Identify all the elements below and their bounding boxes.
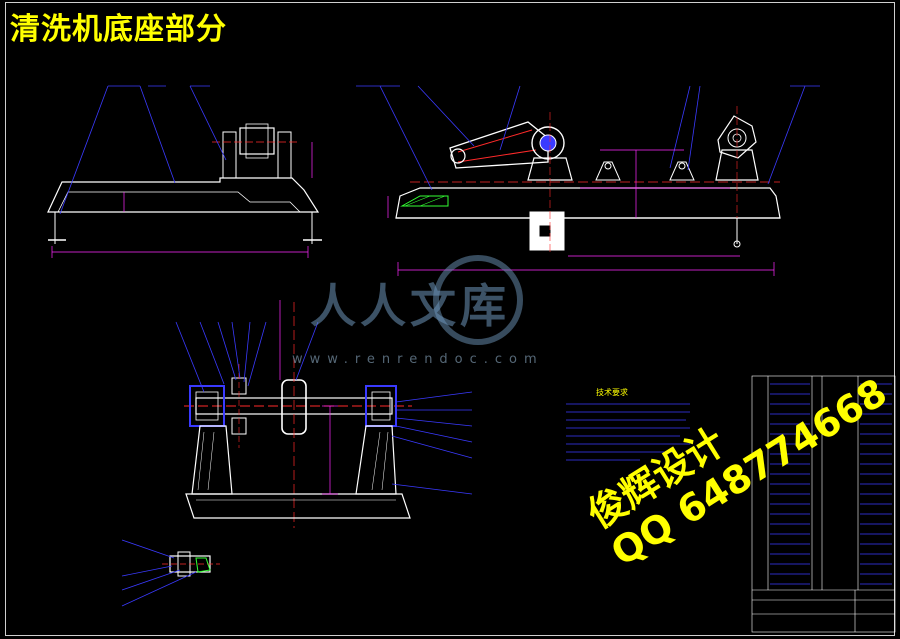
dims-view3 <box>279 300 338 495</box>
base-body-outline <box>47 177 320 213</box>
section-view <box>175 300 473 528</box>
base-inner-outline <box>57 191 301 213</box>
technical-notes-heading: 技术要求 <box>596 388 628 397</box>
parts-list <box>751 375 896 633</box>
dims-view2 <box>387 149 775 276</box>
watermark-brand: 人人文库 <box>310 279 510 333</box>
leaders-view1 <box>59 85 227 215</box>
watermark-emblem <box>433 255 523 345</box>
dims-view1 <box>51 142 313 258</box>
frame-body <box>395 187 781 219</box>
leaders-view3 <box>175 321 473 495</box>
watermark-url: www.renrendoc.com <box>292 352 544 367</box>
leaders-view2 <box>356 85 820 191</box>
detail-view <box>121 539 220 607</box>
drive-front-view <box>356 85 820 276</box>
base-side-view <box>47 85 322 258</box>
technical-notes-lines <box>566 403 690 461</box>
parts-list-rows <box>770 383 892 585</box>
drawing-title: 清洗机底座部分 <box>10 12 227 47</box>
